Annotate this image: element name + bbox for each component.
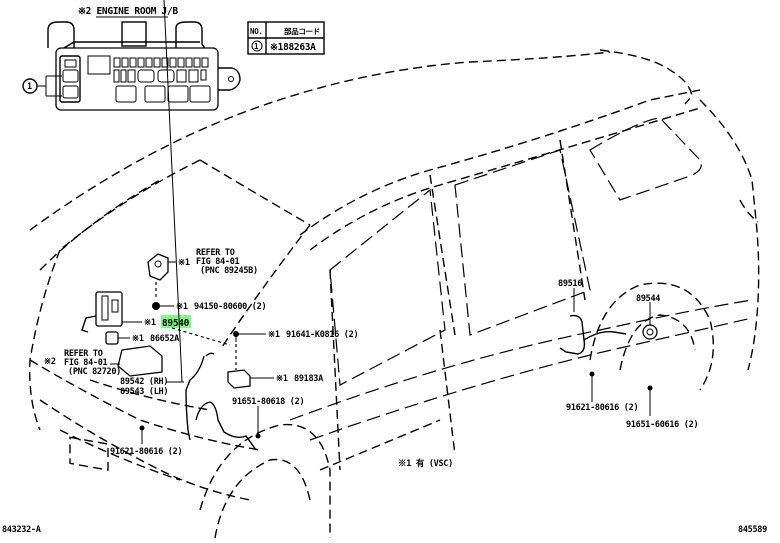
- part-code-table: NO. 部品コード 1 ※188263A: [247, 21, 325, 55]
- part-89540-label[interactable]: 89540: [162, 318, 190, 329]
- callout-1-leader: [37, 75, 62, 97]
- bolt-94150-label[interactable]: 94150-80600 (2): [194, 302, 267, 312]
- bolt-91651-front-label[interactable]: 91651-80618 (2): [232, 397, 305, 407]
- part-89516-rear-harness[interactable]: [559, 288, 627, 355]
- part-89540-highlight: [161, 315, 191, 328]
- bolt-91651-rear-label[interactable]: 91651-60616 (2): [626, 420, 699, 430]
- part-89542-label[interactable]: 89542 (RH): [120, 377, 168, 387]
- fuse-slot: [113, 57, 121, 68]
- hood-edge: [29, 249, 61, 431]
- refer-1-prefix: ※1: [178, 258, 190, 268]
- side-tab: [218, 67, 241, 91]
- fuse-slot: [193, 57, 201, 68]
- fuse-slot: [201, 57, 209, 68]
- front-door-window: [329, 188, 446, 386]
- part-89544-sensor-rotor[interactable]: [642, 302, 658, 340]
- bolt-91621-front-label[interactable]: 91621-80616 (2): [110, 447, 183, 457]
- rear-quarter-window: [589, 117, 702, 201]
- fuse-slot: [177, 57, 185, 68]
- fuse-slot: [137, 57, 145, 68]
- fuse-slot: [169, 57, 177, 68]
- front-bumper: [29, 359, 261, 451]
- rocker: [319, 419, 441, 471]
- part-89540-prefix: ※1: [144, 318, 156, 328]
- fuse-row: [113, 57, 209, 68]
- illustration-code-left: 843232-A: [2, 525, 41, 535]
- bolt-91621-rear-label[interactable]: 91621-80616 (2): [566, 403, 639, 413]
- part-89183A-prefix: ※1: [276, 374, 288, 384]
- callout-1-number: 1: [27, 82, 32, 92]
- refer-1-line3: (PNC 89245B): [200, 266, 258, 276]
- a-pillar: [219, 224, 311, 351]
- part-86652A-prefix: ※1: [132, 334, 144, 344]
- footnote-vsc: ※1 有 (VSC): [398, 458, 453, 469]
- slide-door-window: [454, 149, 591, 336]
- refer-2-line3: (PNC 82720): [68, 367, 121, 377]
- mount-tab-left: [47, 21, 75, 48]
- top-connector: [121, 21, 147, 47]
- junction-box-title: ※2 ENGINE ROOM J/B: [78, 6, 178, 17]
- bolt-91651-80618[interactable]: [255, 406, 261, 439]
- b-pillar: [429, 174, 456, 336]
- windshield-top: [199, 159, 311, 226]
- bolt-91621-80616-front[interactable]: [139, 425, 145, 445]
- bolt-91641-prefix: ※1: [268, 330, 280, 340]
- part-89183A-label[interactable]: 89183A: [294, 374, 323, 384]
- part-89540-actuator[interactable]: [81, 291, 142, 333]
- mount-tab-right: [175, 21, 207, 51]
- engine-room-junction-box[interactable]: ※2 ENGINE ROOM J/B 1: [22, 6, 241, 111]
- bolt-91641-K0816[interactable]: [233, 331, 266, 370]
- license-plate-area: [69, 436, 109, 471]
- part-89516-label[interactable]: 89516: [558, 279, 583, 289]
- refer-2-line2: FIG 84-01: [64, 358, 108, 368]
- refer-2-prefix: ※2: [44, 357, 56, 367]
- front-wheel-arch: [199, 423, 331, 538]
- table-header-no: NO.: [250, 27, 263, 36]
- illustration-code-right: 845589: [738, 525, 767, 535]
- spoiler: [599, 49, 693, 105]
- table-header-code: 部品コード: [284, 26, 320, 36]
- rear-end: [699, 99, 760, 371]
- fuse-slot: [153, 57, 161, 68]
- rear-wheel-arch: [589, 282, 715, 391]
- bolt-91641-label[interactable]: 91641-K0816 (2): [286, 330, 359, 340]
- vehicle-body-outline: [29, 49, 760, 539]
- part-86652A-label[interactable]: 86652A: [150, 334, 179, 344]
- bolt-91621-80616-rear[interactable]: [589, 371, 595, 403]
- beltline: [289, 299, 753, 421]
- refer-1-line1: REFER TO: [196, 248, 235, 258]
- table-row-no: 1: [254, 42, 259, 51]
- refer-1-line2: FIG 84-01: [196, 257, 240, 267]
- bolt-91651-60616-rear[interactable]: [647, 385, 653, 417]
- fuse-slot: [161, 57, 169, 68]
- table-row-code[interactable]: ※188263A: [270, 42, 316, 53]
- wire-harness-89542-89543[interactable]: [163, 0, 257, 451]
- part-89543-label[interactable]: 89543 (LH): [120, 387, 168, 397]
- fuse-slot: [185, 57, 193, 68]
- refer-part-82720[interactable]: [110, 345, 163, 377]
- refer-part-89245B[interactable]: [147, 253, 176, 298]
- fuse-slot: [129, 57, 137, 68]
- roof-side-rail: [299, 89, 701, 236]
- roof-line: [29, 51, 611, 231]
- part-86652A[interactable]: [105, 331, 130, 345]
- bolt-94150-prefix: ※1: [176, 302, 188, 312]
- refer-2-line1: REFER TO: [64, 349, 103, 359]
- part-89183A-sensor[interactable]: [227, 369, 274, 389]
- fuse-slot: [145, 57, 153, 68]
- fuse-slot: [121, 57, 129, 68]
- bolt-94150-80600[interactable]: [152, 302, 174, 310]
- part-89544-label[interactable]: 89544: [636, 294, 661, 304]
